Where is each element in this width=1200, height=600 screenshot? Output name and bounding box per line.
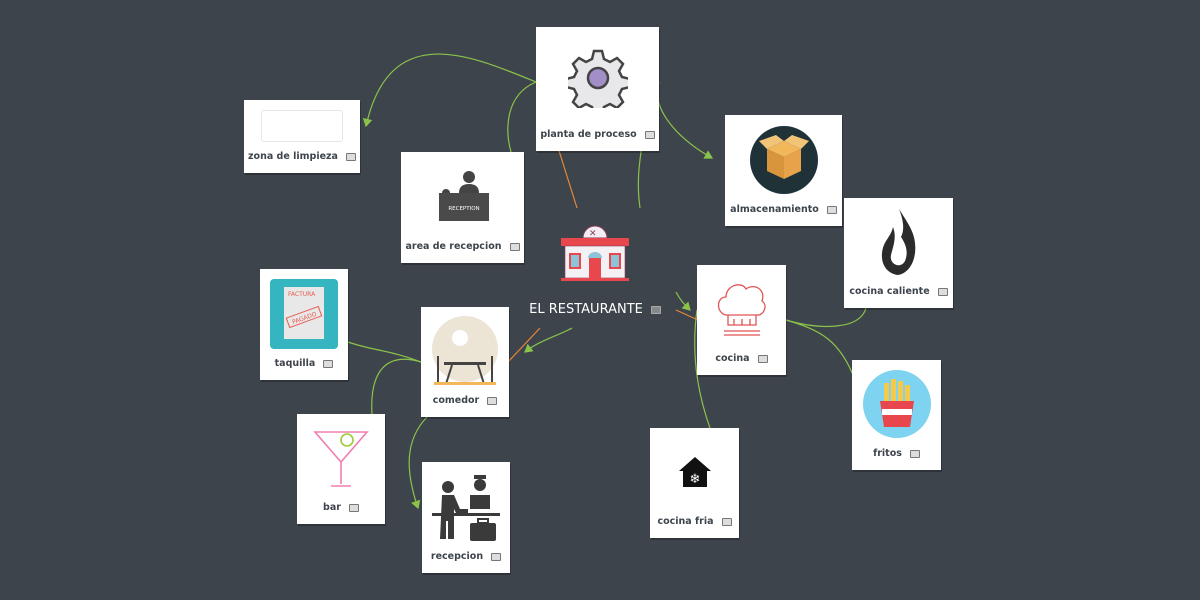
node-label: cocina fria (657, 516, 714, 527)
cold-house-icon: ❄ (678, 457, 711, 487)
node-label: cocina caliente (849, 286, 930, 297)
image-icon[interactable] (909, 449, 920, 458)
node-fritos[interactable]: fritos (852, 360, 941, 470)
link-comedor-bar (371, 358, 422, 415)
image-icon[interactable] (937, 287, 948, 296)
link-cocina-fria (694, 309, 711, 429)
gear-icon (567, 49, 628, 108)
chef-hat-icon (717, 284, 766, 336)
image-icon[interactable] (757, 354, 768, 363)
node-planta-de-proceso[interactable]: planta de proceso (536, 27, 659, 151)
image-icon[interactable] (487, 396, 498, 405)
node-cocina[interactable]: cocina (697, 265, 786, 375)
image-icon[interactable] (323, 359, 334, 368)
node-comedor[interactable]: comedor (421, 307, 509, 417)
flame-icon (881, 209, 915, 275)
node-cocina-caliente[interactable]: cocina caliente (844, 198, 953, 308)
image-icon[interactable] (509, 242, 520, 251)
link-root-comedor (524, 327, 573, 353)
svg-text:❄: ❄ (689, 472, 700, 487)
node-area-de-recepcion[interactable]: RECEPTION area de recepcion (401, 152, 524, 263)
dining-table-icon (432, 316, 498, 385)
image-icon[interactable] (650, 305, 661, 314)
node-label: fritos (873, 448, 902, 459)
image-icon[interactable] (826, 205, 837, 214)
image-icon[interactable] (345, 152, 356, 161)
node-zona-de-limpieza[interactable]: zona de limpieza (244, 100, 360, 173)
reception-desk-icon: RECEPTION (438, 170, 489, 221)
link-planta-almac (656, 81, 714, 159)
node-label: almacenamiento (730, 204, 819, 215)
link-orange-cocina (675, 309, 699, 321)
node-recepcion[interactable]: recepcion (422, 462, 510, 573)
link-cocina-fritos (785, 319, 856, 381)
node-label: taquilla (274, 358, 316, 369)
cocktail-glass-icon (313, 431, 369, 487)
root-node[interactable]: ✕ EL RESTAURANTE (520, 220, 670, 317)
link-root-cocina (675, 291, 691, 311)
link-planta-area (507, 81, 537, 153)
node-label: recepcion (430, 551, 484, 562)
node-bar[interactable]: bar (297, 414, 385, 524)
image-icon[interactable] (721, 517, 732, 526)
root-label: EL RESTAURANTE (529, 302, 643, 317)
link-comedor-recep (408, 416, 428, 510)
node-label: zona de limpieza (248, 151, 338, 162)
svg-text:RECEPTION: RECEPTION (448, 206, 479, 212)
link-orange-comedor (507, 327, 541, 363)
image-icon[interactable] (348, 503, 359, 512)
node-label: area de recepcion (405, 241, 502, 252)
french-fries-icon (862, 370, 931, 438)
node-label: comedor (432, 395, 480, 406)
node-cocina-fria[interactable]: ❄ cocina fria (650, 428, 739, 538)
svg-text:FACTURA: FACTURA (288, 291, 316, 298)
link-planta-limpieza (362, 53, 537, 128)
hotel-reception-icon (432, 474, 500, 541)
link-comedor-taquilla (347, 341, 422, 363)
broken-image-icon (261, 109, 343, 142)
node-label: planta de proceso (540, 129, 637, 140)
node-label: bar (323, 502, 341, 513)
restaurant-building-icon: ✕ (561, 225, 629, 281)
node-label: cocina (715, 353, 750, 364)
image-icon[interactable] (491, 552, 502, 561)
image-icon[interactable] (644, 130, 655, 139)
box-icon (749, 125, 818, 194)
node-almacenamiento[interactable]: almacenamiento (725, 115, 842, 226)
svg-text:✕: ✕ (589, 229, 597, 239)
